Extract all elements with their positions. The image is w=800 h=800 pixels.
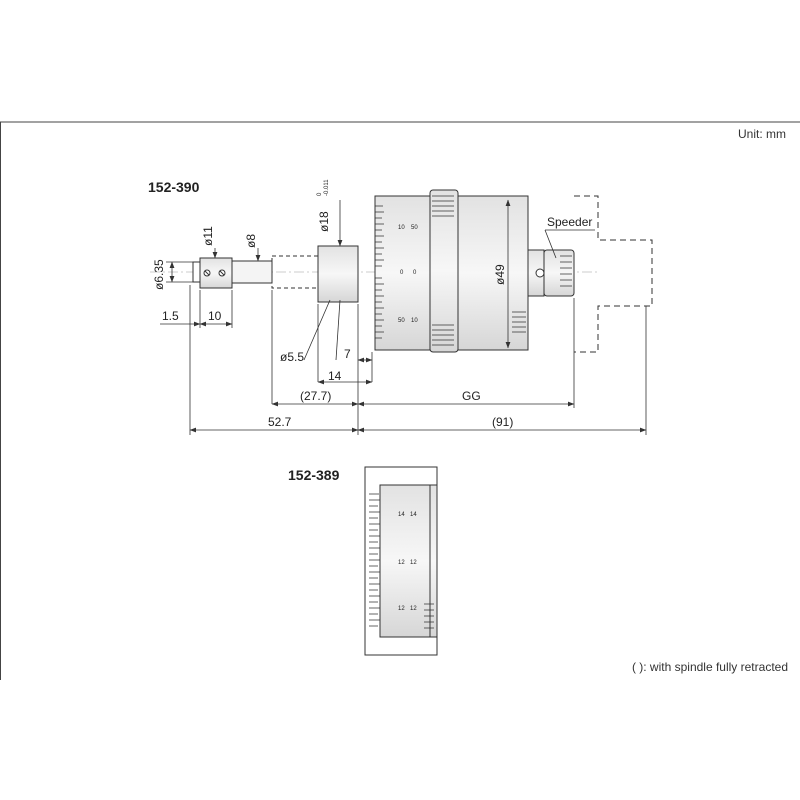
dim-gg: GG	[462, 389, 481, 403]
dim-10: 10	[208, 309, 222, 323]
thimble-graduated	[374, 195, 431, 351]
thimble-scale-top: 10 50 0 0 50 10	[398, 225, 418, 324]
footnote: ( ): with spindle fully retracted	[631, 660, 788, 674]
dim-1-5: 1.5	[162, 309, 179, 323]
sleeve	[317, 245, 359, 303]
scale-mark: 12	[410, 560, 417, 566]
label-d18: ø18	[317, 211, 331, 232]
label-d18-tol-up: 0	[317, 192, 323, 196]
unit-note: Unit: mm	[738, 127, 786, 141]
scale-mark: 0	[413, 270, 417, 276]
thimble-ring	[429, 189, 459, 353]
spindle	[231, 260, 273, 284]
label-d5-5: ø5.5	[280, 350, 304, 364]
thimble-knurl	[457, 195, 529, 351]
scale-mark: 12	[410, 606, 417, 612]
label-speeder: Speeder	[547, 215, 592, 229]
scale-mark: 50	[398, 318, 405, 324]
scale-mark: 14	[410, 512, 417, 518]
micrometer-head-drawing	[150, 189, 653, 353]
model-title-bottom: 152-389	[288, 467, 340, 483]
label-d49: ø49	[493, 264, 507, 285]
scale-mark: 12	[398, 560, 405, 566]
dim-7: 7	[344, 347, 351, 361]
label-d18-tol-lo: -0.011	[324, 179, 330, 196]
dim-14: 14	[328, 369, 342, 383]
scale-mark: 50	[411, 225, 418, 231]
thimble-detail-152-389	[364, 466, 438, 656]
scale-mark: 12	[398, 606, 405, 612]
model-title-top: 152-390	[148, 179, 200, 195]
dim-52-7: 52.7	[268, 415, 292, 429]
label-d6-35: ø6.35	[152, 259, 166, 290]
thimble-scale-bottom: 14 14 12 12 12 12	[398, 512, 417, 612]
scale-mark: 14	[398, 512, 405, 518]
label-d8: ø8	[244, 234, 258, 248]
scale-mark: 0	[400, 270, 404, 276]
scale-mark: 10	[398, 225, 405, 231]
dim-91: (91)	[492, 415, 513, 429]
label-d11: ø11	[201, 226, 215, 246]
dimension-lines	[160, 199, 647, 435]
scale-mark: 10	[411, 318, 418, 324]
dim-27-7: (27.7)	[300, 389, 331, 403]
